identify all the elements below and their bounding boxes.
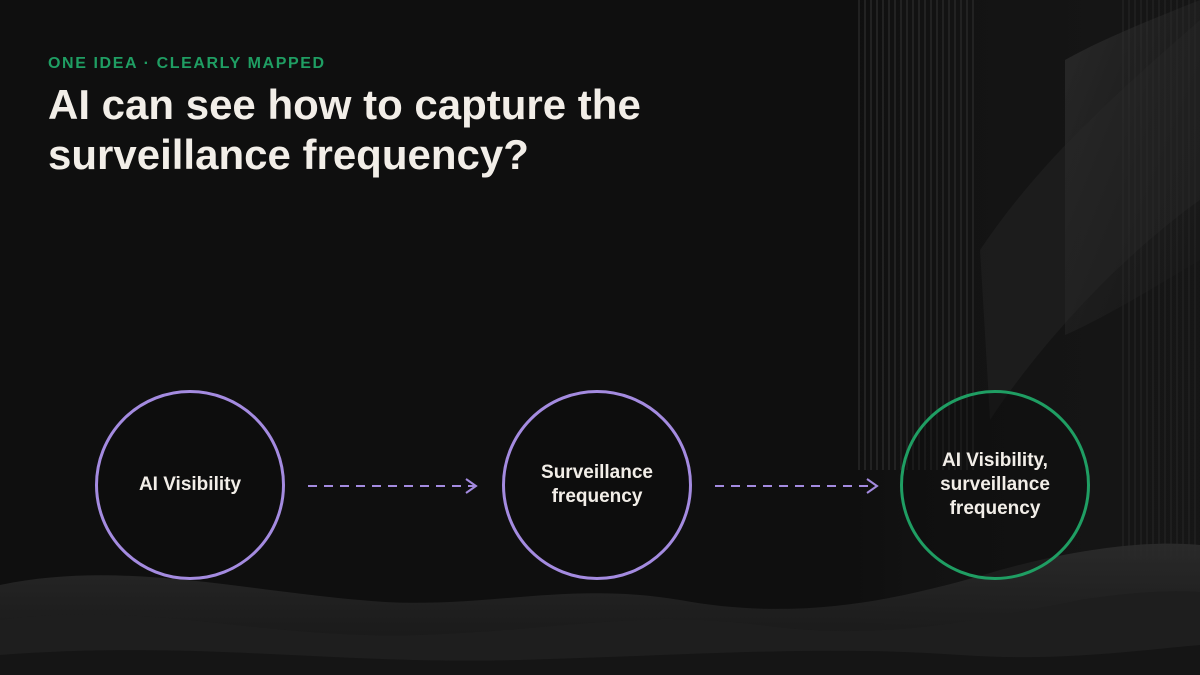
node-combined-result: AI Visibility, surveillance frequency [900,390,1090,580]
diagonal-ribbon [1065,0,1200,335]
arrow-connector-1 [308,478,478,494]
node-label: AI Visibility, surveillance frequency [940,450,1050,519]
node-ai-visibility: AI Visibility [95,390,285,580]
node-label: AI Visibility [138,474,242,495]
eyebrow-label: ONE IDEA · CLEARLY MAPPED [48,55,326,72]
wave-front [0,645,1200,675]
node-surveillance-frequency: Surveillance frequency [502,390,692,580]
striped-panel-left [858,0,978,470]
diagonal-ribbon-soft [980,20,1200,420]
slide-title: AI can see how to capture the surveillan… [48,81,641,178]
dark-column [978,0,1068,60]
arrow-connector-2 [715,478,879,494]
node-label: Surveillance frequency [541,462,653,507]
